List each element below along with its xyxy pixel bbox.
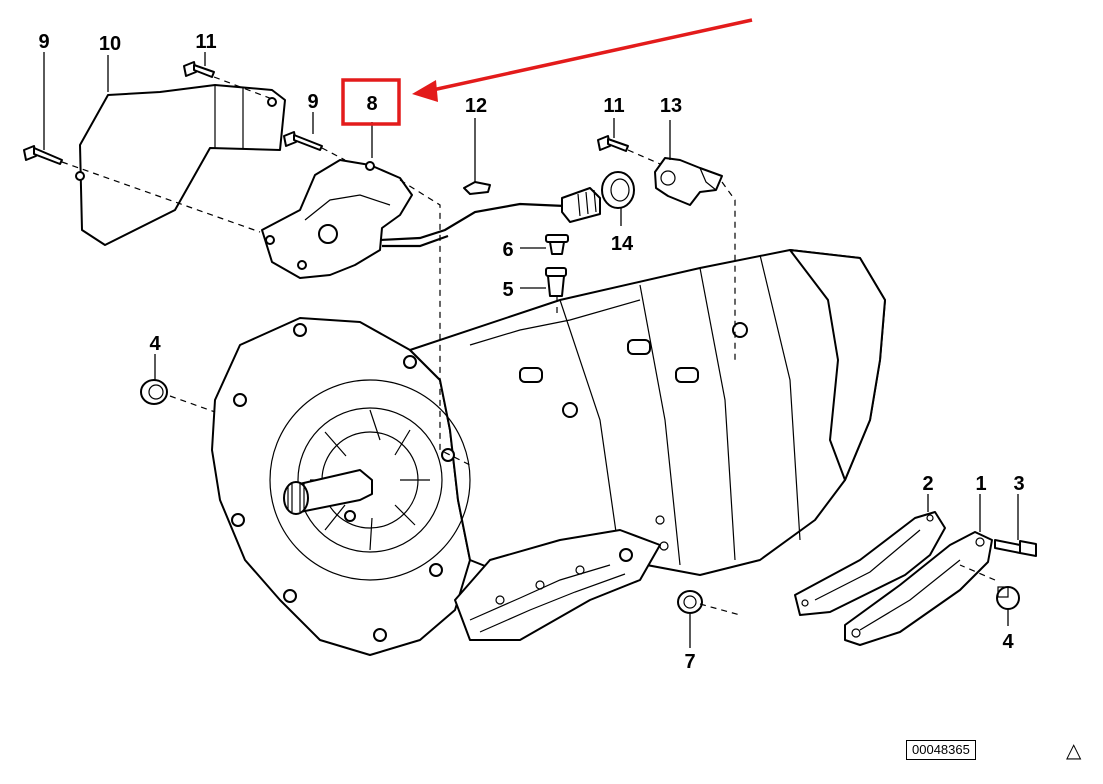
bolt-part-11-right	[597, 135, 629, 152]
callout-14: 14	[611, 233, 634, 255]
highlight-annotation	[341, 18, 753, 126]
cover-plate-part-1	[844, 531, 993, 646]
callout-7: 7	[684, 651, 695, 673]
bolt-part-3	[994, 539, 1037, 557]
plug-part-6	[545, 234, 569, 255]
callout-12: 12	[465, 95, 487, 117]
highlight-arrow	[427, 18, 753, 93]
callout-4-right: 4	[1002, 631, 1014, 653]
callout-9-right: 9	[307, 91, 318, 113]
bracket-part-13	[654, 157, 723, 206]
callout-5: 5	[502, 279, 513, 301]
callout-13: 13	[660, 95, 682, 117]
plug-part-4-right	[996, 586, 1020, 610]
highlight-box	[341, 78, 401, 126]
callout-6: 6	[502, 239, 513, 261]
callout-8: 8	[366, 93, 377, 115]
warning-triangle-icon: △	[1066, 738, 1082, 762]
callout-2: 2	[922, 473, 933, 495]
leader-lines	[43, 52, 1019, 648]
bolt-part-9-right	[283, 131, 323, 151]
callout-3: 3	[1013, 473, 1024, 495]
callout-11-left: 11	[195, 31, 216, 53]
shaft-seal-part-7	[677, 590, 703, 614]
sleeve-part-5	[545, 267, 567, 297]
callout-labels: 9 10 11 9 8 12 11 13 14 6 5 4 7 2 1 3 4	[38, 31, 1024, 673]
callout-9-left: 9	[38, 31, 49, 53]
callout-11-right: 11	[603, 95, 624, 117]
transmission-housing	[211, 249, 886, 656]
callout-10: 10	[99, 33, 121, 55]
seal-ring-part-14	[601, 171, 635, 209]
bolt-part-11-left	[183, 61, 215, 78]
gasket-part-2	[794, 511, 946, 616]
heat-shield-part-10	[75, 84, 286, 246]
callout-4-left: 4	[149, 333, 161, 355]
plug-part-4-left	[140, 379, 168, 405]
figure-id: 00048365	[906, 740, 976, 760]
position-switch-part-8	[261, 159, 601, 279]
bolt-part-9-left	[23, 145, 63, 165]
assembly-lines	[61, 76, 996, 616]
callout-1: 1	[975, 473, 986, 495]
highlight-arrowhead	[412, 80, 438, 102]
clip-part-12	[463, 181, 491, 195]
